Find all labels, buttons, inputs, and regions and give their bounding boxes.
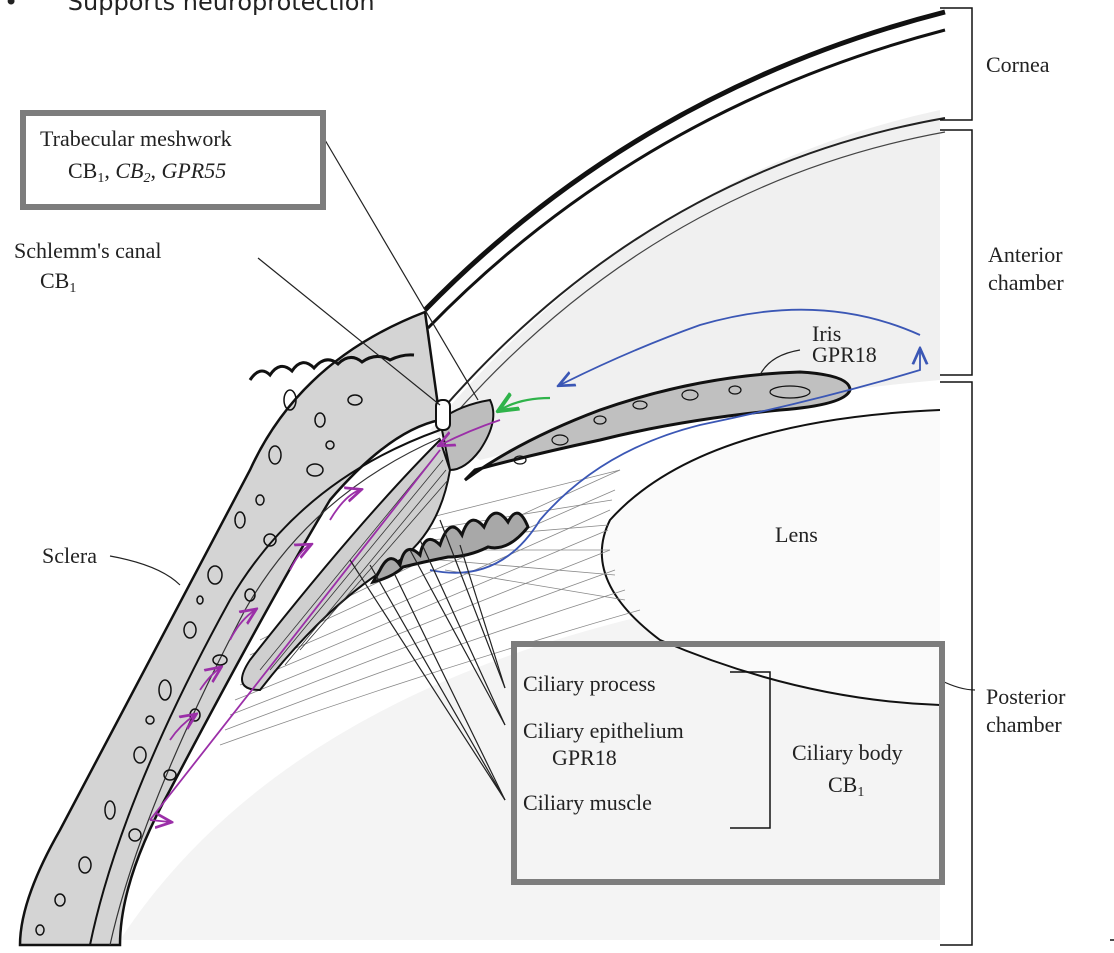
label-schlemms-receptor: CB1 (40, 268, 76, 302)
label-ciliary-epithelium-receptor: GPR18 (552, 745, 617, 771)
label-cornea: Cornea (986, 52, 1050, 78)
label-anterior-chamber-line2: chamber (988, 270, 1064, 296)
trabecular-receptor-2: CB (115, 158, 143, 183)
label-anterior-chamber-line1: Anterior (988, 242, 1063, 268)
label-ciliary-body-receptor: CB1 (828, 772, 864, 806)
label-sclera: Sclera (42, 543, 97, 569)
label-ciliary-body: Ciliary body (792, 740, 903, 766)
label-iris-receptor: GPR18 (812, 344, 877, 366)
trabecular-receptor-1: CB (68, 158, 97, 183)
label-ciliary-muscle: Ciliary muscle (523, 790, 652, 816)
label-schlemms-canal: Schlemm's canal (14, 238, 162, 264)
trabecular-receptor-3: GPR55 (161, 158, 226, 183)
label-lens: Lens (775, 522, 818, 548)
label-posterior-chamber-line2: chamber (986, 712, 1062, 738)
label-posterior-chamber-line1: Posterior (986, 684, 1065, 710)
label-ciliary-process: Ciliary process (523, 671, 656, 697)
schlemms-canal-shape (436, 400, 450, 430)
label-iris: Iris (812, 324, 841, 344)
label-trabecular-receptors: CB1, CB2, GPR55 (68, 158, 226, 192)
label-trabecular-meshwork: Trabecular meshwork (40, 126, 232, 152)
label-ciliary-epithelium: Ciliary epithelium (523, 718, 684, 744)
